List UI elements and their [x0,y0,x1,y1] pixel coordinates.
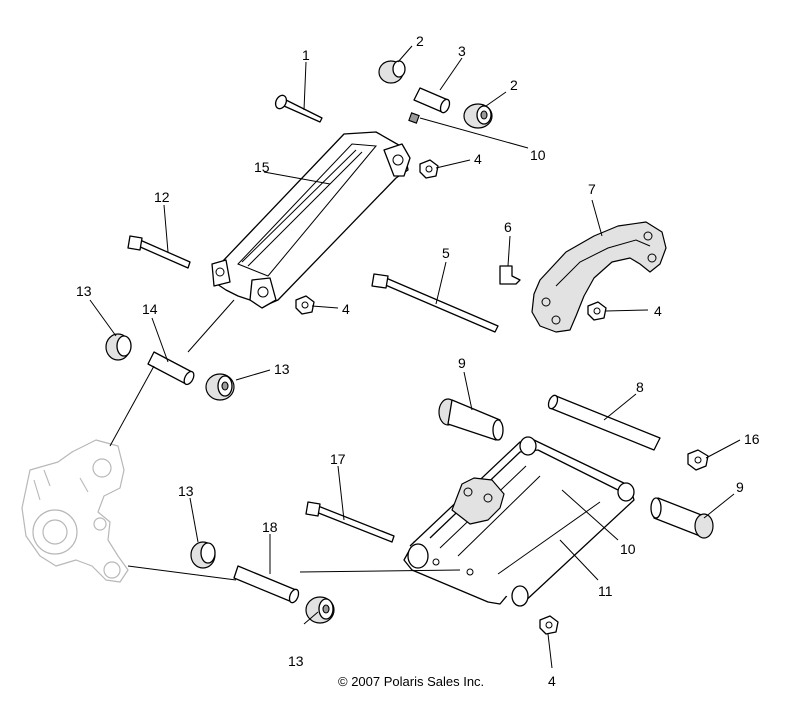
callout-9-lower: 9 [736,479,744,495]
callout-13-lower-right: 13 [288,653,304,669]
bushing-2-right [463,103,493,129]
callout-4-right: 4 [654,303,662,319]
callout-4-upper: 4 [474,151,482,167]
callout-13-upper-right: 13 [274,361,290,377]
bushing-13-upper-left [105,333,132,361]
callout-3: 3 [458,43,466,59]
sleeve-18 [233,565,300,604]
callout-leaders [89,45,741,669]
callout-4-lower: 4 [548,673,556,689]
copyright-notice: © 2007 Polaris Sales Inc. [338,674,484,689]
nut-4-a [419,159,439,179]
callout-15: 15 [254,159,270,175]
callout-5: 5 [442,245,450,261]
callout-6: 6 [504,219,512,235]
bushing-13-upper-right [205,373,235,401]
sleeve-14 [147,351,195,386]
bolt-17 [305,501,395,543]
nut-4-d [539,615,559,635]
bolt-5 [371,273,499,333]
callout-7: 7 [588,181,596,197]
callout-4-middle: 4 [342,301,350,317]
shaft-8 [547,394,661,451]
bolt-12 [127,235,191,269]
callout-2-right: 2 [510,77,518,93]
callout-labels: 1 2 3 2 10 4 15 7 12 6 5 13 4 4 14 13 9 … [76,33,760,689]
nut-16 [687,449,709,471]
bracket-7 [531,221,667,333]
lower-control-arm [403,436,635,607]
bolt-1 [274,94,323,123]
callout-9-upper: 9 [458,355,466,371]
callout-16: 16 [744,431,760,447]
callout-10-lower: 10 [620,541,636,557]
grease-fitting-10-upper [408,112,420,124]
callout-1: 1 [302,47,310,63]
callout-10-upper: 10 [530,147,546,163]
callout-11: 11 [598,583,613,599]
bushing-13-lower-left [190,541,216,569]
callout-13-lower-left: 13 [178,483,194,499]
callout-13-upper-left: 13 [76,283,92,299]
nut-4-b [295,295,315,315]
pivot-pin-9-lower [650,497,714,539]
callout-14: 14 [142,301,158,317]
callout-17: 17 [330,451,346,467]
callout-8: 8 [636,379,644,395]
callout-2-left: 2 [416,33,424,49]
knuckle-ghost [21,439,129,583]
nut-4-c [587,301,607,321]
callout-18: 18 [262,519,278,535]
sleeve-3 [413,87,451,114]
upper-control-arm [211,131,411,309]
pivot-pin-9-upper [438,398,504,441]
stud-6 [499,265,521,285]
assembly-lines [109,299,461,581]
callout-12: 12 [154,189,170,205]
bushing-2-left [378,60,406,84]
